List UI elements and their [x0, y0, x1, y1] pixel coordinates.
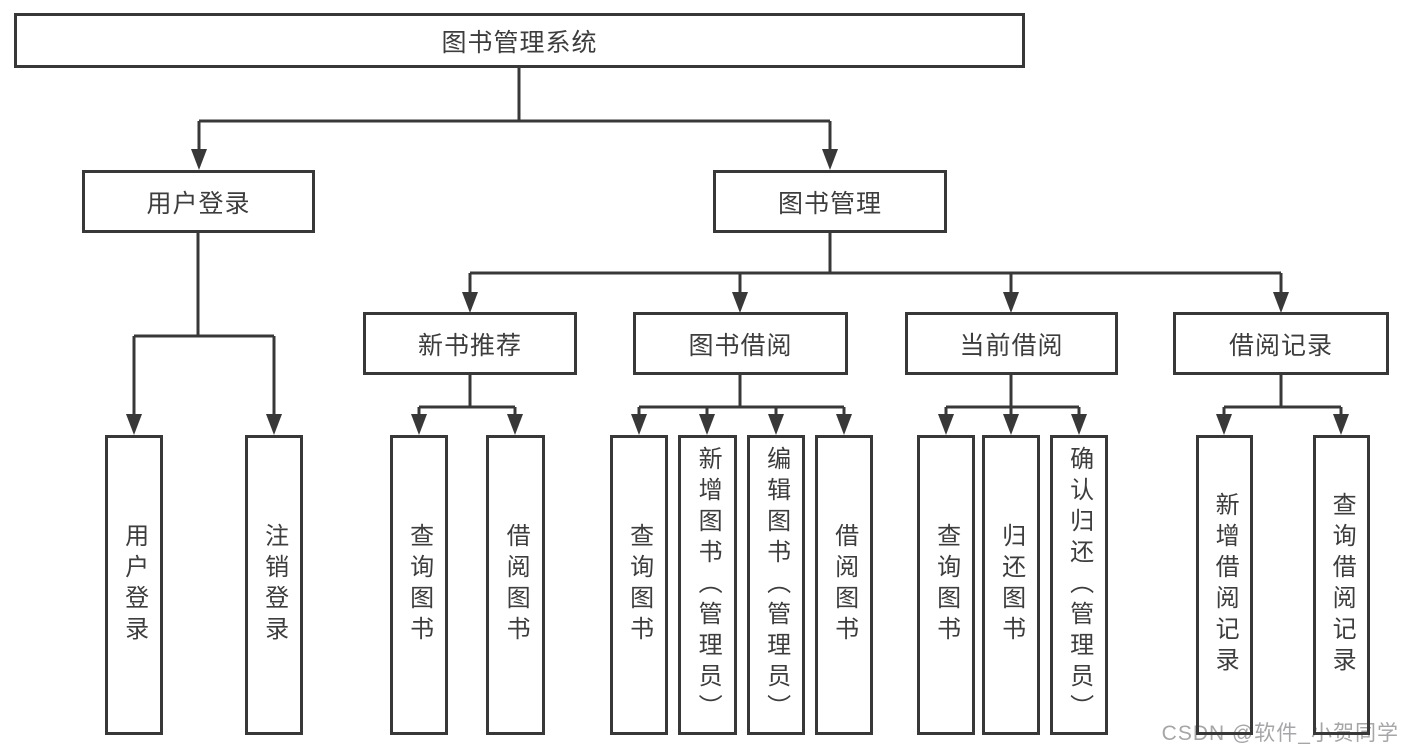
leaf-query-books-recommend: 查询图书: [390, 435, 448, 735]
leaf-logout: 注销登录: [245, 435, 303, 735]
node-label: 当前借阅: [959, 331, 1064, 360]
node-label: 新书推荐: [417, 331, 522, 360]
leaf-add-borrow-record: 新增借阅记录: [1196, 435, 1253, 735]
node-label: 图书借阅: [688, 331, 793, 360]
node-current-borrowing: 当前借阅: [905, 312, 1118, 375]
leaf-confirm-return-admin: 确认归还（管理员）: [1050, 435, 1108, 735]
leaf-label: 注销登录: [260, 523, 288, 647]
leaf-query-books-current: 查询图书: [917, 435, 975, 735]
leaf-label: 查询图书: [405, 523, 433, 647]
leaf-add-books-admin: 新增图书（管理员）: [678, 435, 737, 735]
node-book-borrowing: 图书借阅: [633, 312, 848, 375]
node-label: 借阅记录: [1228, 331, 1333, 360]
arrowheads: [126, 149, 1349, 435]
leaf-label: 查询借阅记录: [1328, 492, 1356, 678]
node-borrowing-records: 借阅记录: [1173, 312, 1389, 375]
leaf-query-books-borrowing: 查询图书: [610, 435, 668, 735]
leaf-return-books: 归还图书: [982, 435, 1040, 735]
leaf-label: 新增借阅记录: [1211, 492, 1239, 678]
leaf-borrow-books-borrowing: 借阅图书: [815, 435, 873, 735]
leaf-borrow-books-recommend: 借阅图书: [486, 435, 545, 735]
node-library-management-system: 图书管理系统: [14, 13, 1025, 68]
leaf-label: 编辑图书（管理员）: [762, 445, 790, 725]
node-new-book-recommendation: 新书推荐: [363, 312, 577, 375]
csdn-watermark: CSDN @软件_小贺同学: [1161, 722, 1399, 745]
leaf-label: 借阅图书: [502, 523, 530, 647]
node-book-management: 图书管理: [713, 170, 947, 233]
node-label: 图书管理系统: [441, 28, 598, 57]
leaf-label: 查询图书: [932, 523, 960, 647]
node-user-login: 用户登录: [82, 170, 315, 233]
leaf-label: 新增图书（管理员）: [694, 445, 722, 725]
leaf-user-login: 用户登录: [105, 435, 163, 735]
leaf-query-borrow-record: 查询借阅记录: [1313, 435, 1370, 735]
leaf-label: 查询图书: [625, 523, 653, 647]
leaf-label: 用户登录: [120, 523, 148, 647]
leaf-label: 确认归还（管理员）: [1065, 445, 1093, 725]
leaf-edit-books-admin: 编辑图书（管理员）: [747, 435, 805, 735]
leaf-label: 归还图书: [997, 523, 1025, 647]
leaf-label: 借阅图书: [830, 523, 858, 647]
node-label: 图书管理: [777, 189, 882, 218]
node-label: 用户登录: [146, 189, 251, 218]
